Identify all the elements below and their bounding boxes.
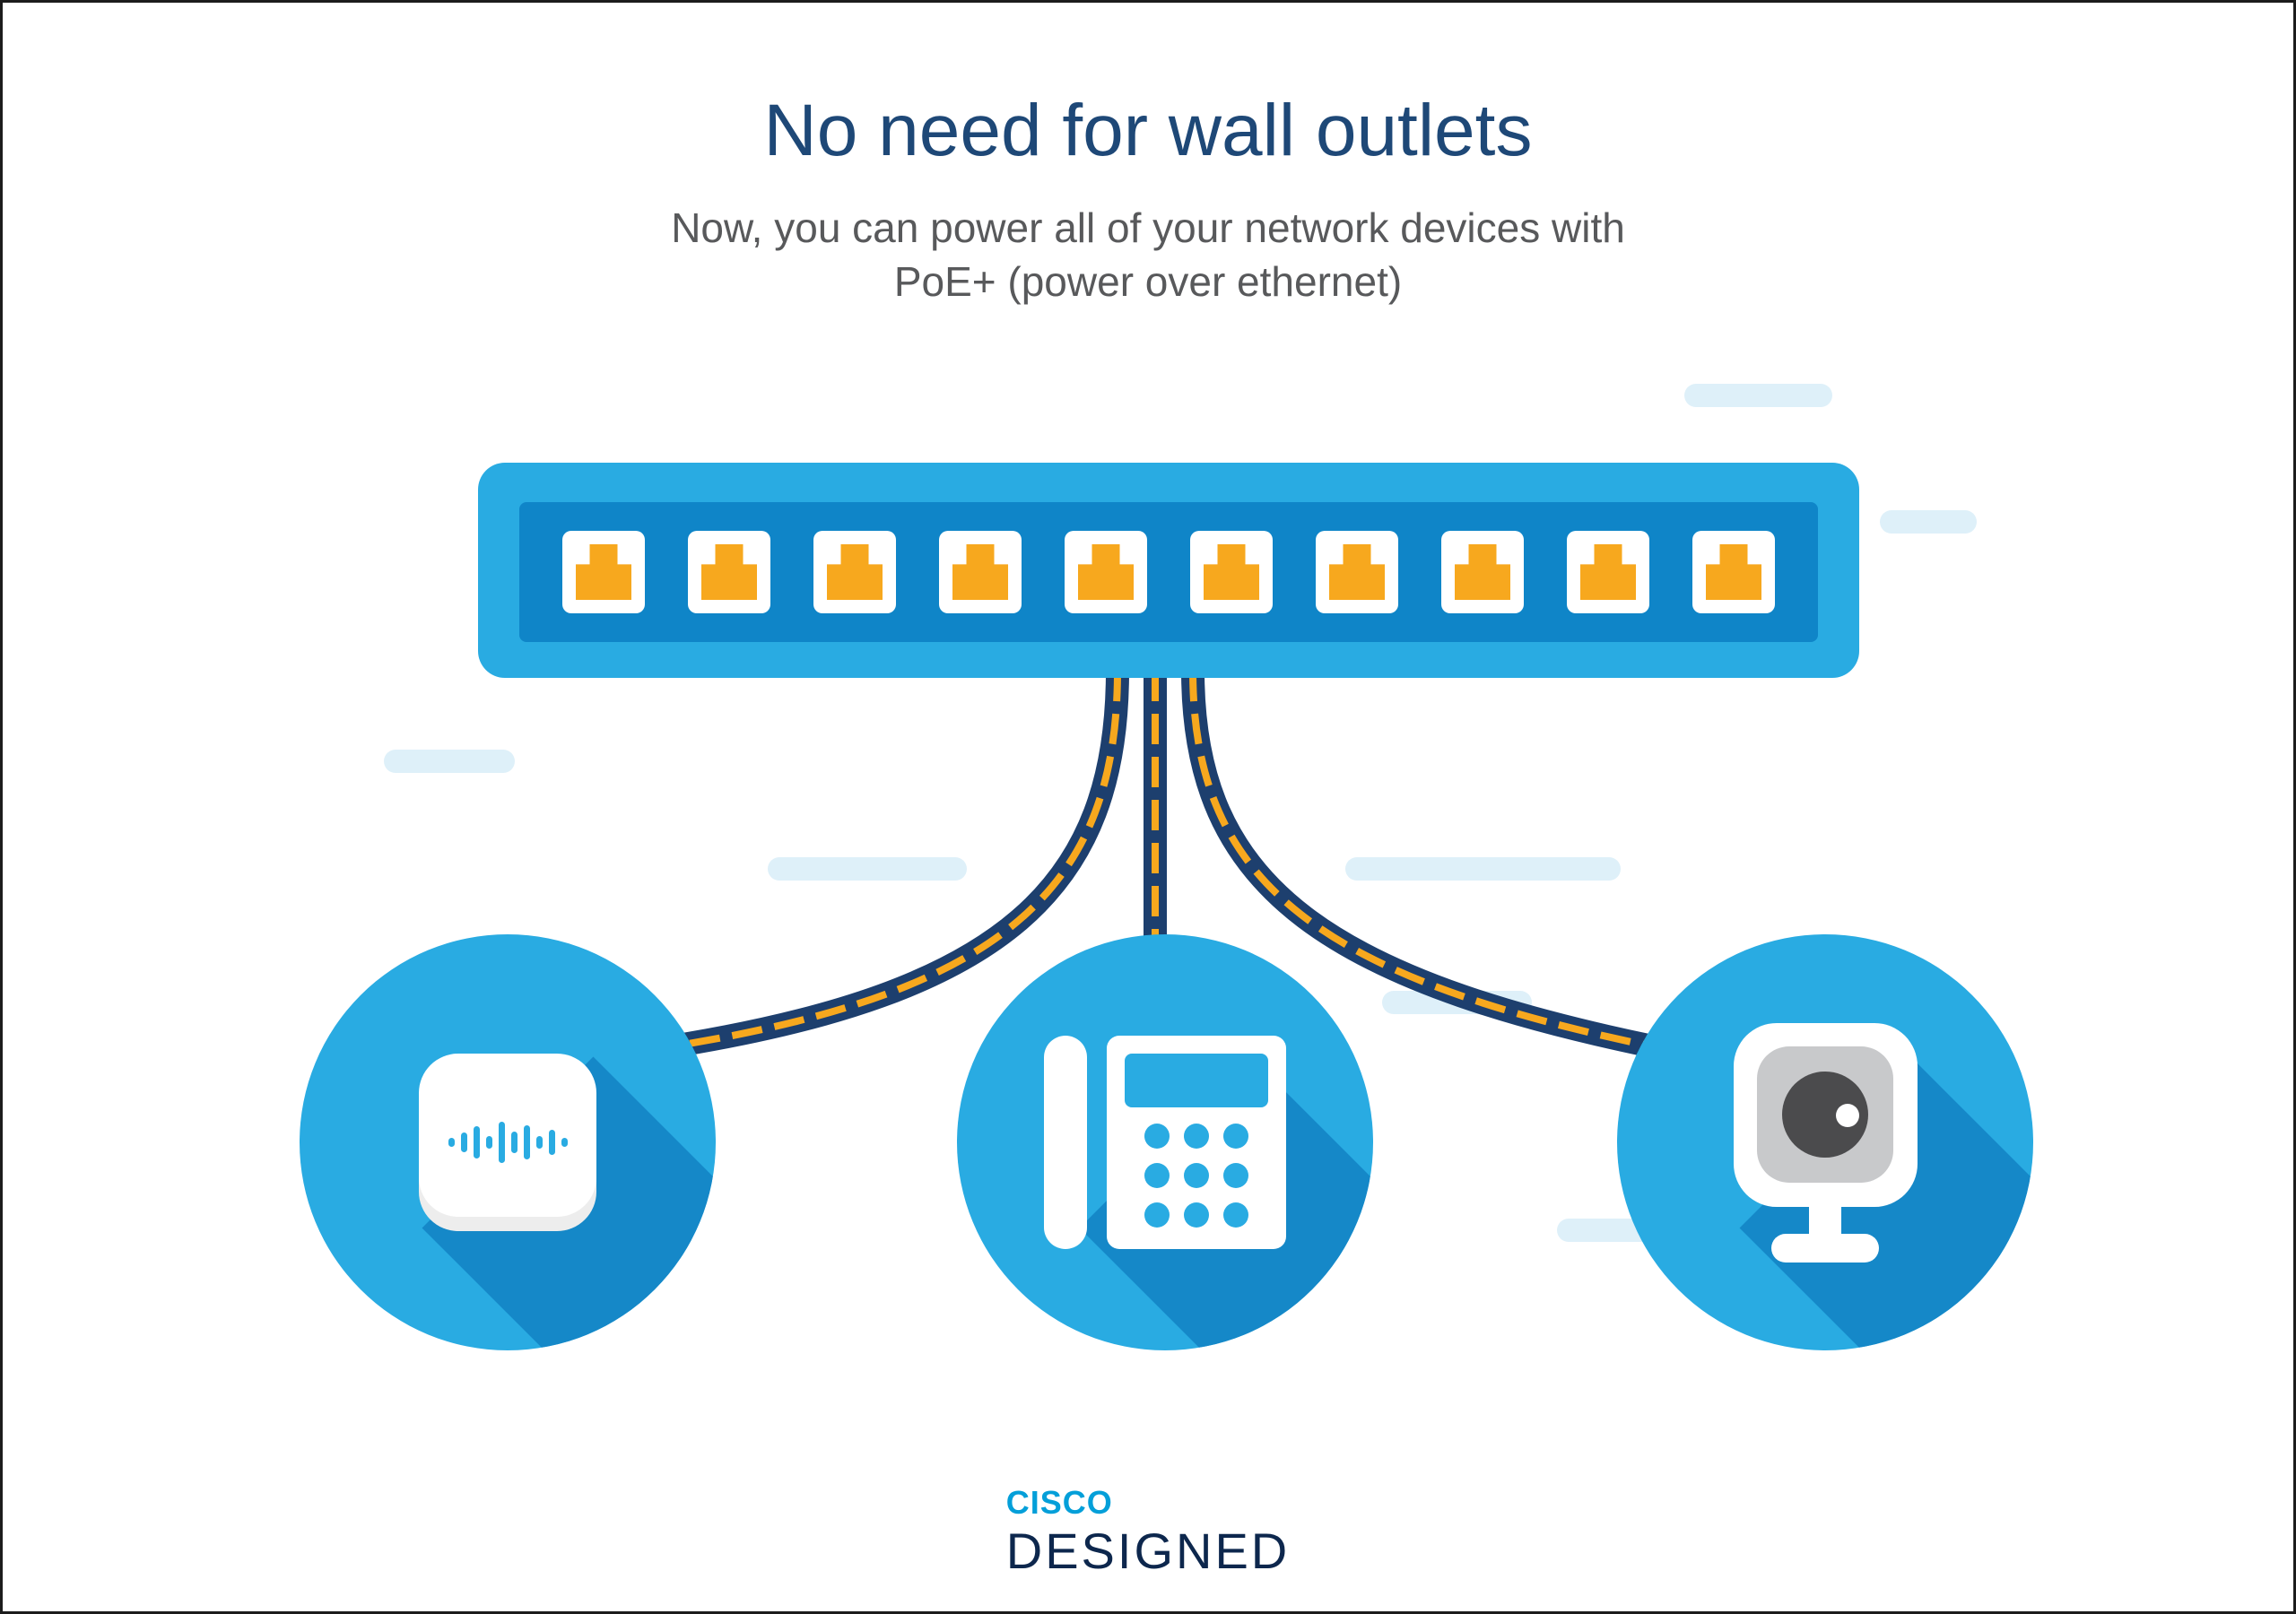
- cisco-logo: CISCO: [1005, 1484, 1113, 1521]
- wave-bar: [460, 1132, 467, 1152]
- phone-screen: [1125, 1054, 1268, 1107]
- ethernet-port: [813, 531, 896, 613]
- subtitle-line2: PoE+ (power over ethernet): [893, 258, 1403, 305]
- camera-faceplate: [1757, 1046, 1893, 1183]
- cable-to-access-point: [664, 670, 1129, 1059]
- decor-pill: [1684, 384, 1832, 407]
- header: No need for wall outlets Now, you can po…: [3, 89, 2293, 311]
- wave-bar: [523, 1125, 530, 1159]
- ethernet-port: [1441, 531, 1524, 613]
- keypad-dot: [1223, 1124, 1248, 1149]
- camera-housing: [1733, 1022, 1918, 1207]
- wave-bar: [561, 1138, 568, 1147]
- keypad-dot: [1184, 1202, 1209, 1228]
- ethernet-port: [562, 531, 645, 613]
- phone-body: [1107, 1036, 1286, 1249]
- decor-pill: [384, 750, 515, 773]
- keypad-dot: [1144, 1163, 1170, 1188]
- wave-bar: [535, 1136, 543, 1149]
- phone-handset-icon: [1044, 1036, 1087, 1249]
- rj45-jack-icon: [1706, 544, 1761, 600]
- phone-keypad: [1144, 1124, 1248, 1228]
- decor-pill: [768, 857, 967, 881]
- wave-bar: [510, 1132, 517, 1153]
- rj45-jack-icon: [1580, 544, 1636, 600]
- ethernet-port: [1567, 531, 1649, 613]
- cable-to-camera: [1181, 670, 1705, 1068]
- rj45-jack-icon: [1455, 544, 1510, 600]
- camera-lens-icon: [1782, 1072, 1868, 1158]
- ethernet-port: [1316, 531, 1398, 613]
- rj45-jack-icon: [827, 544, 883, 600]
- lens-highlight: [1836, 1104, 1859, 1127]
- keypad-dot: [1223, 1202, 1248, 1228]
- keypad-dot: [1144, 1202, 1170, 1228]
- ethernet-port: [1692, 531, 1775, 613]
- device-camera: [1617, 934, 2033, 1350]
- wave-bar: [498, 1122, 505, 1163]
- keypad-dot: [1144, 1124, 1170, 1149]
- device-access-point: [300, 934, 716, 1350]
- keypad-dot: [1184, 1124, 1209, 1149]
- desk-phone-icon: [1044, 1036, 1286, 1249]
- ethernet-port: [1065, 531, 1147, 613]
- switch-port-panel: [519, 502, 1818, 642]
- camera-base: [1771, 1233, 1879, 1263]
- camera-neck: [1809, 1206, 1841, 1234]
- wave-bar: [448, 1138, 455, 1147]
- access-point-icon: [419, 1054, 596, 1231]
- page-title: No need for wall outlets: [763, 90, 1533, 171]
- brand-block: CISCO DESIGNED: [1006, 1484, 1291, 1580]
- ethernet-cables: [664, 670, 1705, 1068]
- designed-wordmark: DESIGNED: [1005, 1523, 1291, 1579]
- ethernet-port: [688, 531, 770, 613]
- decor-pill: [1345, 857, 1621, 881]
- keypad-dot: [1223, 1163, 1248, 1188]
- access-point-body: [419, 1054, 596, 1231]
- rj45-jack-icon: [1329, 544, 1385, 600]
- ethernet-port: [1190, 531, 1273, 613]
- rj45-jack-icon: [1078, 544, 1134, 600]
- keypad-dot: [1184, 1163, 1209, 1188]
- rj45-jack-icon: [576, 544, 631, 600]
- signal-wave-icon: [448, 1122, 568, 1163]
- device-ip-phone: [957, 934, 1373, 1350]
- wave-bar: [548, 1130, 555, 1155]
- rj45-jack-icon: [952, 544, 1008, 600]
- poe-switch-illustration: [478, 463, 1859, 678]
- ethernet-port: [939, 531, 1022, 613]
- webcam-icon: [1733, 1022, 1918, 1263]
- decor-pill: [1880, 510, 1977, 534]
- subtitle-line1: Now, you can power all of your network d…: [671, 204, 1625, 251]
- rj45-jack-icon: [701, 544, 757, 600]
- wave-bar: [485, 1136, 492, 1149]
- wave-bar: [473, 1126, 480, 1158]
- rj45-jack-icon: [1204, 544, 1259, 600]
